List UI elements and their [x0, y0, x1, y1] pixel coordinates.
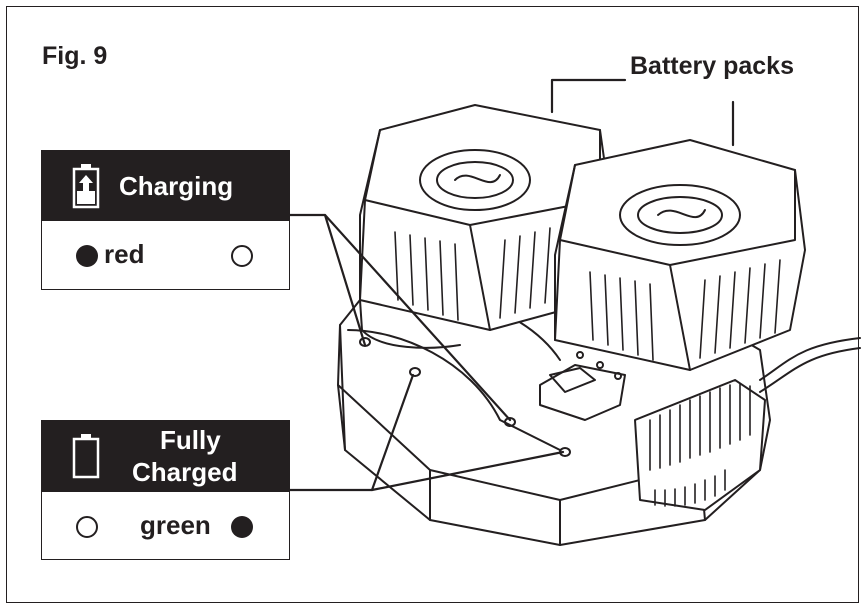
fully-charged-title-line2: Charged [132, 457, 238, 487]
battery-charging-icon [72, 164, 100, 209]
charging-title: Charging [119, 171, 234, 201]
indicator-light-off [76, 516, 98, 538]
charging-indicator-row: red [42, 221, 289, 289]
figure-label: Fig. 9 [42, 42, 108, 70]
indicator-light-off [231, 245, 253, 267]
leader-lines [288, 78, 735, 492]
battery-packs-callout: Battery packs [630, 52, 794, 80]
charging-state-label: red [104, 239, 145, 269]
fully-charged-header: Fully Charged [42, 421, 289, 492]
fully-charged-indicator-row: green [42, 492, 289, 559]
charging-indicator-box: Charging red [41, 150, 290, 290]
charged-state-label: green [140, 510, 211, 540]
indicator-light-on [231, 516, 253, 538]
indicator-light-on [76, 245, 98, 267]
fully-charged-title-line1: Fully [160, 425, 221, 455]
battery-pack-right [554, 139, 806, 371]
charging-header: Charging [42, 151, 289, 221]
battery-full-icon [72, 434, 100, 479]
fully-charged-indicator-box: Fully Charged green [41, 420, 290, 560]
figure-frame [6, 6, 859, 603]
